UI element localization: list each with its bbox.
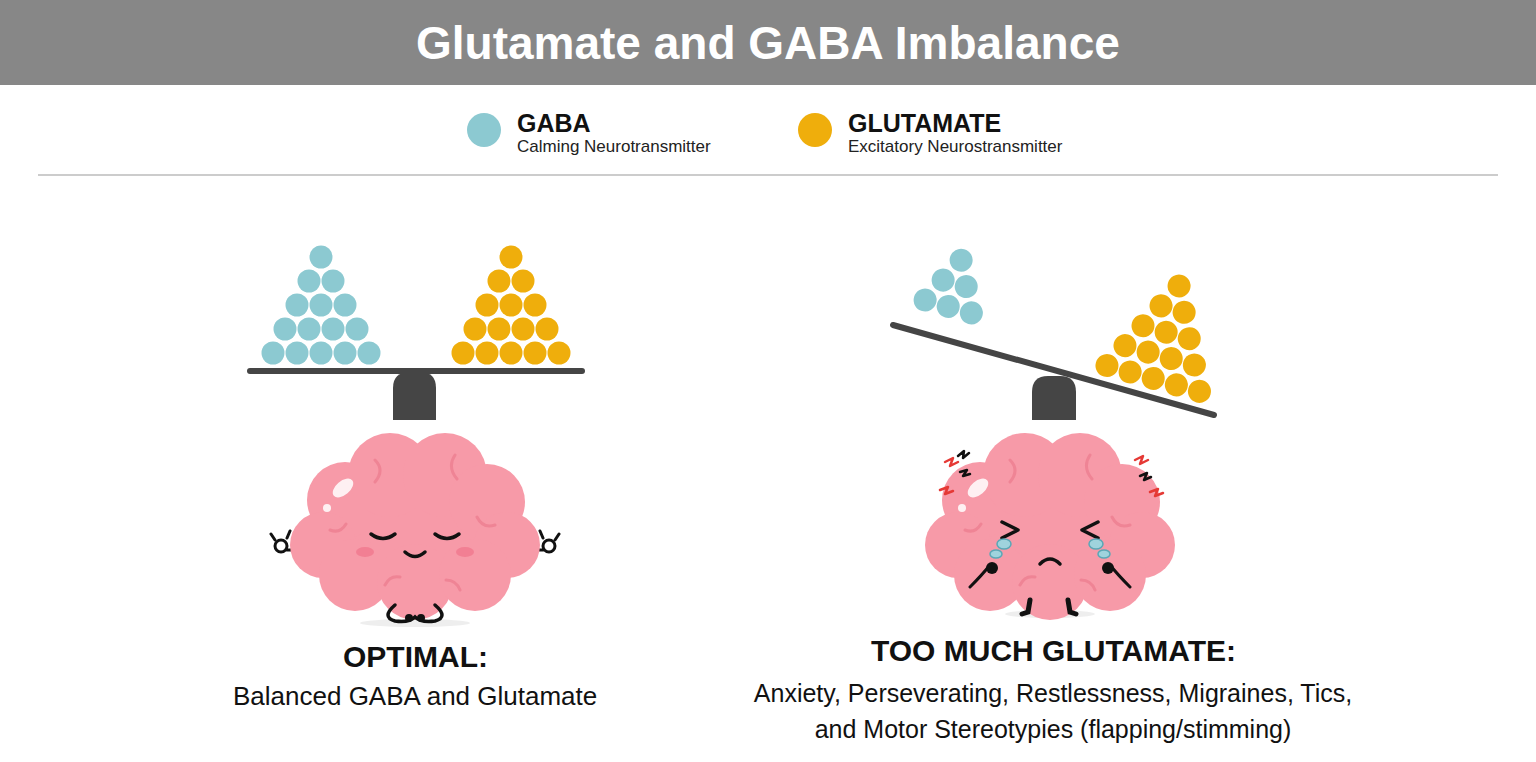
state-description: Balanced GABA and Glutamate xyxy=(233,681,597,712)
balanced-scale xyxy=(247,246,585,421)
title-band xyxy=(0,0,1536,85)
state-heading: TOO MUCH GLUTAMATE: xyxy=(871,634,1236,668)
legend-subtext: Calming Neurotransmitter xyxy=(517,137,711,157)
tipped-scale xyxy=(893,240,1239,420)
title: Glutamate and GABA Imbalance xyxy=(416,16,1120,70)
stressed-brain xyxy=(925,433,1175,620)
legend-text: GLUTAMATE xyxy=(848,109,1001,137)
stress-sparks xyxy=(940,451,1163,496)
legend-swatch xyxy=(467,113,501,147)
symptom-list: Anxiety, Perseverating, Restlessness, Mi… xyxy=(733,675,1373,747)
divider xyxy=(38,174,1498,176)
calm-brain xyxy=(271,433,559,627)
legend-swatch xyxy=(798,113,832,147)
legend-text: GABA xyxy=(517,109,591,137)
legend-subtext: Excitatory Neurostransmitter xyxy=(848,137,1062,157)
state-heading: OPTIMAL: xyxy=(343,640,488,674)
